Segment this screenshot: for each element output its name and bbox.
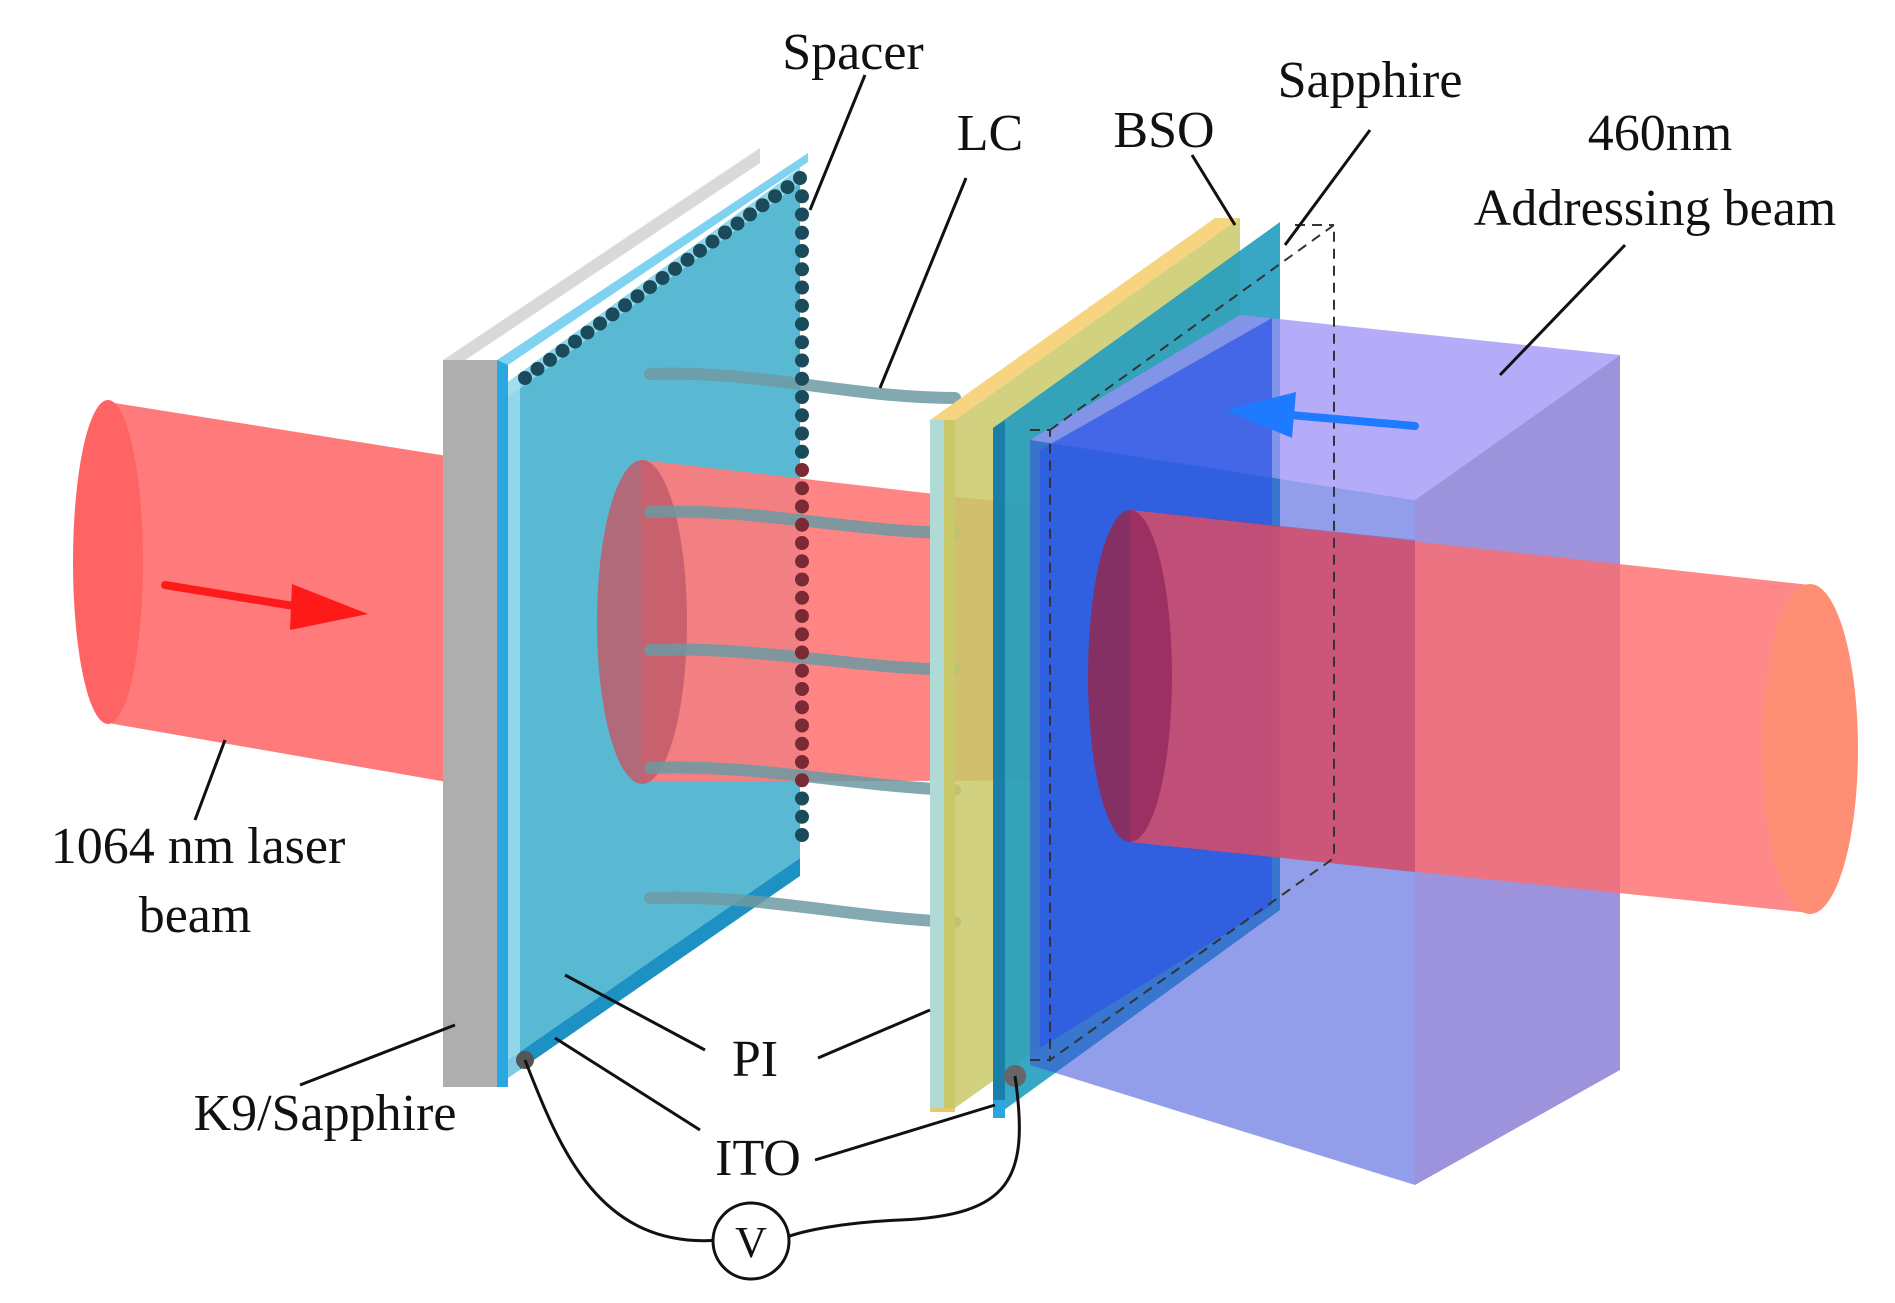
addressing-beam-label-line1: 460nm bbox=[1588, 105, 1732, 162]
leader-lines bbox=[193, 74, 1627, 1162]
k9-sapphire-substrate bbox=[443, 148, 760, 1087]
spacer-dot bbox=[795, 463, 809, 477]
spacer-dot bbox=[795, 755, 809, 769]
spacer-dot bbox=[618, 298, 632, 313]
addressing-beam-label-line2: Addressing beam bbox=[1474, 180, 1836, 237]
spacer-dot bbox=[795, 736, 809, 751]
spacer-dot bbox=[743, 207, 757, 222]
spacer-dot bbox=[795, 809, 809, 824]
spacer-dot bbox=[580, 325, 595, 340]
arrow-left-icon bbox=[1225, 392, 1419, 438]
spacer-dot bbox=[705, 234, 720, 249]
spacer-dot bbox=[530, 361, 545, 376]
ito-strip-left bbox=[497, 153, 808, 1087]
spacer-dot bbox=[795, 609, 809, 623]
spacer-dot bbox=[795, 262, 809, 277]
lc-label: LC bbox=[957, 105, 1023, 162]
spacer-dot bbox=[795, 499, 809, 514]
spacer-dot bbox=[795, 682, 809, 696]
ito-label: ITO bbox=[715, 1130, 801, 1187]
spacer-dot bbox=[795, 645, 809, 660]
spacer-dot bbox=[795, 718, 809, 733]
spacer-dot bbox=[795, 444, 809, 459]
spacer-dot bbox=[795, 590, 809, 605]
spacer-dot bbox=[795, 773, 809, 788]
spacer-dot bbox=[795, 554, 809, 569]
spacer-dot bbox=[768, 189, 782, 204]
spacer-dot bbox=[795, 536, 809, 550]
k9-sapphire-label: K9/Sapphire bbox=[194, 1085, 457, 1142]
spacer-dot bbox=[518, 371, 532, 385]
laser-beam-label-line2: beam bbox=[139, 887, 252, 944]
spacer-dot bbox=[795, 335, 809, 350]
spacer-dot bbox=[655, 271, 670, 285]
spacer-dot bbox=[555, 343, 570, 358]
spacer-dot bbox=[780, 180, 795, 195]
text-labels: Spacer LC BSO Sapphire 460nm Addressing … bbox=[51, 24, 1837, 1187]
sapphire-label: Sapphire bbox=[1278, 52, 1463, 109]
spacer-dots bbox=[518, 171, 809, 842]
laser-beam-exit-face bbox=[1762, 584, 1858, 914]
laser-beam-middle-face bbox=[597, 460, 687, 784]
arrow-right-icon bbox=[161, 581, 368, 630]
spacer-dot bbox=[795, 298, 809, 313]
spacer-dot bbox=[795, 189, 809, 204]
laser-beam-label-line1: 1064 nm laser bbox=[51, 818, 346, 875]
spacer-dot bbox=[568, 334, 582, 349]
spacer-dot bbox=[795, 280, 809, 295]
spacer-dot bbox=[795, 225, 809, 240]
spacer-dot bbox=[693, 243, 707, 258]
spacer-dot bbox=[718, 225, 732, 240]
spacer-dot bbox=[795, 791, 809, 806]
spacer-dot bbox=[730, 216, 745, 231]
spacer-dot bbox=[793, 171, 807, 185]
spacer-dot bbox=[795, 353, 809, 368]
laser-beam-right bbox=[1088, 510, 1858, 914]
electrical-circuit: V bbox=[516, 1051, 1026, 1281]
pi-label: PI bbox=[732, 1031, 778, 1088]
laser-beam-box-entry-face bbox=[1088, 510, 1172, 842]
spacer-dot bbox=[795, 828, 809, 842]
spacer-dot bbox=[543, 352, 557, 367]
spacer-dot bbox=[795, 700, 809, 715]
pi-film-right bbox=[930, 420, 944, 1108]
spacer-dot bbox=[755, 198, 770, 213]
spacer-dot bbox=[795, 408, 809, 423]
spacer-dot bbox=[795, 390, 809, 404]
spacer-dot bbox=[593, 316, 607, 331]
spacer-dot bbox=[605, 307, 620, 322]
spacer-dot bbox=[795, 317, 809, 331]
circle-v-icon bbox=[711, 1201, 791, 1281]
spacer-dot bbox=[795, 663, 809, 678]
spacer-dot bbox=[795, 426, 809, 441]
voltmeter-label: V bbox=[735, 1218, 767, 1267]
spacer-dot bbox=[795, 572, 809, 587]
spacer-label: Spacer bbox=[782, 24, 923, 81]
spacer-dot bbox=[668, 261, 682, 276]
spacer-dot bbox=[643, 280, 657, 295]
laser-beam-entrance-face bbox=[73, 400, 143, 724]
spacer-dot bbox=[795, 371, 809, 386]
spacer-dot bbox=[795, 207, 809, 222]
spacer-dot bbox=[795, 627, 809, 642]
spacer-dot bbox=[680, 252, 695, 267]
bso-label: BSO bbox=[1113, 102, 1214, 159]
spacer-dot bbox=[630, 289, 645, 304]
spacer-dot bbox=[795, 517, 809, 532]
spacer-dot bbox=[795, 244, 809, 258]
spacer-dot bbox=[795, 481, 809, 496]
